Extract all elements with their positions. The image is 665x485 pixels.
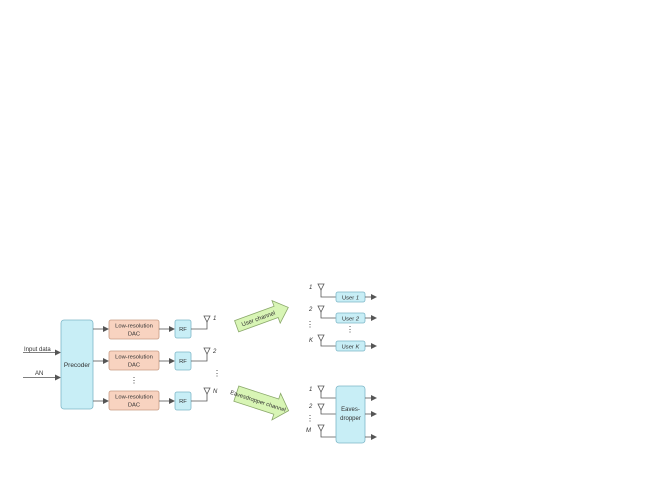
precoder-label: Precoder — [64, 362, 91, 369]
eve-feed-3 — [320, 431, 336, 438]
rf-1-label: RF — [179, 327, 187, 333]
dac-dots: ⋮ — [130, 376, 138, 385]
precoder-block — [60, 319, 94, 410]
user-block-dots: ⋮ — [346, 325, 354, 334]
eve-feed-2 — [320, 410, 336, 415]
user-antenna-label-2: 2 — [308, 307, 313, 313]
rf-2-label: RF — [179, 359, 187, 365]
tx-antenna-icon-2 — [203, 347, 211, 355]
tx-feed-1 — [191, 322, 208, 330]
dac-2-label-line1: Low-resolution — [115, 355, 153, 361]
eavesdropper-block — [335, 385, 366, 444]
user-antenna-dots: ⋮ — [306, 320, 314, 329]
dac-block-1 — [108, 319, 160, 340]
eve-feed-1 — [320, 392, 336, 399]
tx-feed-2 — [191, 354, 208, 362]
tx-antenna-label-2: 2 — [212, 349, 217, 355]
dac-block-2 — [108, 350, 160, 371]
tx-antenna-icon-3 — [203, 387, 211, 395]
dac-3-label-line1: Low-resolution — [115, 395, 153, 401]
dac-3-label-line2: DAC — [128, 403, 140, 409]
eavesdropper-channel-arrow: Eavesdropper channel — [229, 385, 290, 421]
dac-2-label-line2: DAC — [128, 363, 140, 369]
user-antenna-icon-1 — [317, 283, 325, 291]
dac-1-label-line1: Low-resolution — [115, 324, 153, 330]
user-feed-3 — [320, 341, 336, 347]
user-antenna-label-3: K — [309, 338, 314, 344]
tx-antenna-label-1: 1 — [213, 316, 216, 322]
user-feed-1 — [320, 290, 336, 298]
an-label: AN — [35, 371, 43, 377]
input-data-label: Input data — [24, 347, 51, 353]
user-label-2: User 2 — [342, 317, 360, 323]
eavesdropper-label-line2: dropper — [340, 416, 361, 422]
dac-block-3 — [108, 390, 160, 411]
eve-antenna-label-1: 1 — [309, 387, 312, 393]
tx-antenna-label-3: N — [213, 389, 218, 395]
tx-feed-3 — [191, 394, 208, 402]
eve-antenna-icon-1 — [317, 385, 325, 393]
eve-antenna-label-2: 2 — [308, 404, 313, 410]
tx-antenna-icon-1 — [203, 315, 211, 323]
user-antenna-icon-2 — [317, 305, 325, 313]
rf-3-label: RF — [179, 399, 187, 405]
user-label-3: User K — [342, 345, 361, 351]
eve-antenna-icon-2 — [317, 403, 325, 411]
eve-antenna-label-3: M — [306, 428, 311, 434]
user-label-1: User 1 — [342, 296, 359, 302]
eve-antenna-dots: ⋮ — [306, 414, 314, 423]
tx-antenna-dots: ⋮ — [213, 369, 221, 378]
dac-1-label-line2: DAC — [128, 332, 140, 338]
user-antenna-label-1: 1 — [309, 285, 312, 291]
eve-antenna-icon-3 — [317, 424, 325, 432]
user-feed-2 — [320, 312, 336, 319]
user-antenna-icon-3 — [317, 334, 325, 342]
eavesdropper-label-line1: Eaves- — [341, 407, 360, 413]
user-channel-arrow: User channel — [234, 299, 289, 333]
